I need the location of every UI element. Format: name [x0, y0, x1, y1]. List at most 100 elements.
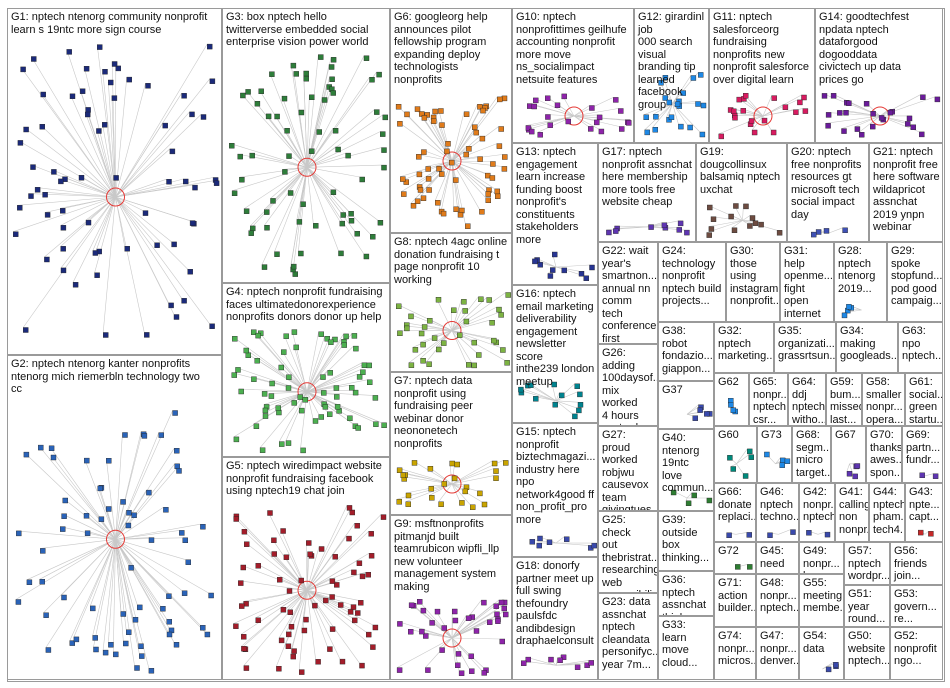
group-label: G38: robot fondazio... giappon...	[662, 325, 713, 375]
node-cluster	[727, 448, 754, 479]
node-cluster	[764, 451, 791, 468]
node-cluster	[821, 93, 941, 138]
group-box-g40: G40: ntenorg 19ntc love commun...	[658, 429, 714, 511]
group-label: G71: action builder...	[718, 577, 756, 614]
group-box-g24: G24: technology nonprofit nptech build p…	[658, 242, 726, 322]
group-box-g52: G52: nonprofit ngo...	[890, 627, 943, 680]
group-box-g60: G60	[714, 426, 757, 483]
group-label: G68: segm... micro target...	[796, 429, 831, 479]
group-box-g45: G45: need	[756, 542, 799, 574]
group-label: G64: ddj nptech witho...	[792, 376, 826, 426]
node-cluster	[670, 489, 713, 507]
group-box-g56: G56: friends join...	[890, 542, 943, 585]
group-label: G66: donate replaci...	[718, 486, 756, 523]
group-label: G74: nonpr... micros...	[718, 630, 756, 667]
node-cluster	[518, 381, 584, 420]
node-cluster	[643, 72, 707, 138]
group-label: G2: nptech ntenorg kanter nonprofits nte…	[11, 358, 200, 395]
group-box-g63: G63: npo nptech...	[898, 322, 943, 373]
group-box-g29: G29: spoke stopfund... pod good campaig.…	[887, 242, 943, 322]
group-box-g70: G70: thanks awes... spon...	[866, 426, 902, 483]
group-label: G13: nptech engagement learn increase fu…	[516, 146, 586, 246]
group-label: G26: adding 100daysof... mix worked 4 ho…	[602, 347, 658, 425]
group-box-g38: G38: robot fondazio... giappon...	[658, 322, 714, 381]
group-label: G34: making googleads...	[840, 325, 898, 362]
group-label: G24: technology nonprofit nptech build p…	[662, 245, 722, 307]
group-box-g16: G16: nptech email marketing deliverabili…	[512, 285, 598, 423]
group-box-g73: G73	[757, 426, 792, 483]
node-cluster	[529, 535, 597, 551]
group-label: G31: help openme... fight open internet …	[784, 245, 833, 321]
group-box-g41: G41: calling non nonpr...	[835, 483, 869, 542]
group-box-g43: G43: npte... capt...	[905, 483, 943, 542]
group-label: G65: nonpr... nptech csr...	[753, 376, 788, 426]
group-box-g12: G12: girardinl job 000 search visual bra…	[634, 8, 709, 143]
group-box-g22: G22: wait year's smartnon... annual nn c…	[598, 242, 658, 344]
group-label: G33: learn move cloud...	[662, 619, 698, 669]
group-box-g26: G26: adding 100daysof... mix worked 4 ho…	[598, 344, 658, 426]
group-label: G40: ntenorg 19ntc love commun...	[662, 432, 714, 494]
node-cluster	[767, 529, 796, 538]
group-box-g31: G31: help openme... fight open internet …	[780, 242, 834, 322]
node-cluster	[718, 92, 809, 140]
group-box-g27: G27: proud worked robjwu causevox team g…	[598, 426, 658, 511]
group-box-g71: G71: action builder...	[714, 574, 756, 627]
group-label: G41: calling non nonpr...	[839, 486, 869, 536]
group-label: G23: data assnchat nptech cleandata pers…	[602, 596, 658, 671]
group-label: G19: dougcollinsux balsamiq nptech uxcha…	[700, 146, 781, 196]
group-label: G48: nonpr... nptech...	[760, 577, 799, 614]
group-box-g3: G3: box nptech hello twitterverse embedd…	[222, 8, 390, 283]
group-label: G30: those using instagram nonprofit...	[730, 245, 780, 307]
group-box-g69: G69: partn... fundr...	[902, 426, 943, 483]
node-cluster	[233, 505, 387, 675]
group-box-g13: G13: nptech engagement learn increase fu…	[512, 143, 598, 285]
group-label: G16: nptech email marketing deliverabili…	[516, 288, 595, 388]
group-label: G21: nptech nonprofit free here software…	[873, 146, 940, 233]
group-box-g14: G14: goodtechfest npdata nptech dataforg…	[815, 8, 943, 143]
group-box-g9: G9: msftnonprofits pitmanjd built teamru…	[390, 515, 512, 680]
group-label: G25: check out thebristrat... researchin…	[602, 514, 658, 592]
group-label: G70: thanks awes... spon...	[870, 429, 902, 479]
group-label: G5: nptech wiredimpact website nonprofit…	[226, 460, 382, 497]
node-cluster	[525, 93, 632, 138]
group-box-g61: G61: social... green startu...	[905, 373, 943, 426]
group-box-g50: G50: website nptech...	[844, 627, 890, 680]
group-box-g47: G47: nonpr... denver...	[756, 627, 799, 680]
group-label: G4: nptech nonprofit fundraising faces u…	[226, 286, 383, 323]
group-box-g2: G2: nptech ntenorg kanter nonprofits nte…	[7, 355, 222, 680]
group-box-g42: G42: nonpr... nptech...	[799, 483, 835, 542]
node-cluster	[735, 564, 753, 570]
group-label: G63: npo nptech...	[902, 325, 943, 362]
group-label: G22: wait year's smartnon... annual nn c…	[602, 245, 658, 344]
group-box-g74: G74: nonpr... micros...	[714, 627, 756, 680]
group-box-g46: G46: nptech techno...	[756, 483, 799, 542]
group-box-g32: G32: nptech marketing...	[714, 322, 774, 373]
group-box-g59: G59: bum... missed last...	[826, 373, 862, 426]
node-cluster	[606, 220, 690, 236]
group-label: G67	[835, 429, 856, 441]
group-box-g62: G62	[714, 373, 749, 426]
group-box-g4: G4: nptech nonprofit fundraising faces u…	[222, 283, 390, 457]
group-box-g51: G51: year round...	[844, 585, 890, 627]
group-box-g6: G6: googleorg help announces pilot fello…	[390, 8, 512, 233]
group-label: G44: nptech pham... tech4...	[873, 486, 905, 536]
node-cluster	[728, 398, 738, 415]
group-box-g17: G17: nptech nonprofit assnchat here memb…	[598, 143, 696, 242]
group-box-g15: G15: nptech nonprofit biztechmagazi... i…	[512, 423, 598, 557]
group-label: G9: msftnonprofits pitmanjd built teamru…	[394, 518, 500, 593]
group-box-g37: G37	[658, 381, 714, 429]
node-cluster	[806, 530, 831, 538]
group-label: G12: girardinl job 000 search visual bra…	[638, 11, 705, 111]
group-label: G39: outside box thinking...	[662, 514, 710, 564]
group-label: G51: year round...	[848, 588, 886, 625]
group-label: G37	[662, 384, 683, 396]
group-box-g5: G5: nptech wiredimpact website nonprofit…	[222, 457, 390, 680]
group-box-g7: G7: nptech data nonprofit using fundrais…	[390, 372, 512, 515]
group-box-g39: G39: outside box thinking...	[658, 511, 714, 571]
group-box-g33: G33: learn move cloud...	[658, 616, 714, 680]
group-label: G47: nonpr... denver...	[760, 630, 799, 667]
group-box-g18: G18: donorfy partner meet up full swing …	[512, 557, 598, 680]
group-box-g20: G20: nptech free nonprofits resources gt…	[787, 143, 869, 242]
group-label: G15: nptech nonprofit biztechmagazi... i…	[516, 426, 596, 526]
group-box-g1: G1: nptech ntenorg community nonprofit l…	[7, 8, 222, 355]
